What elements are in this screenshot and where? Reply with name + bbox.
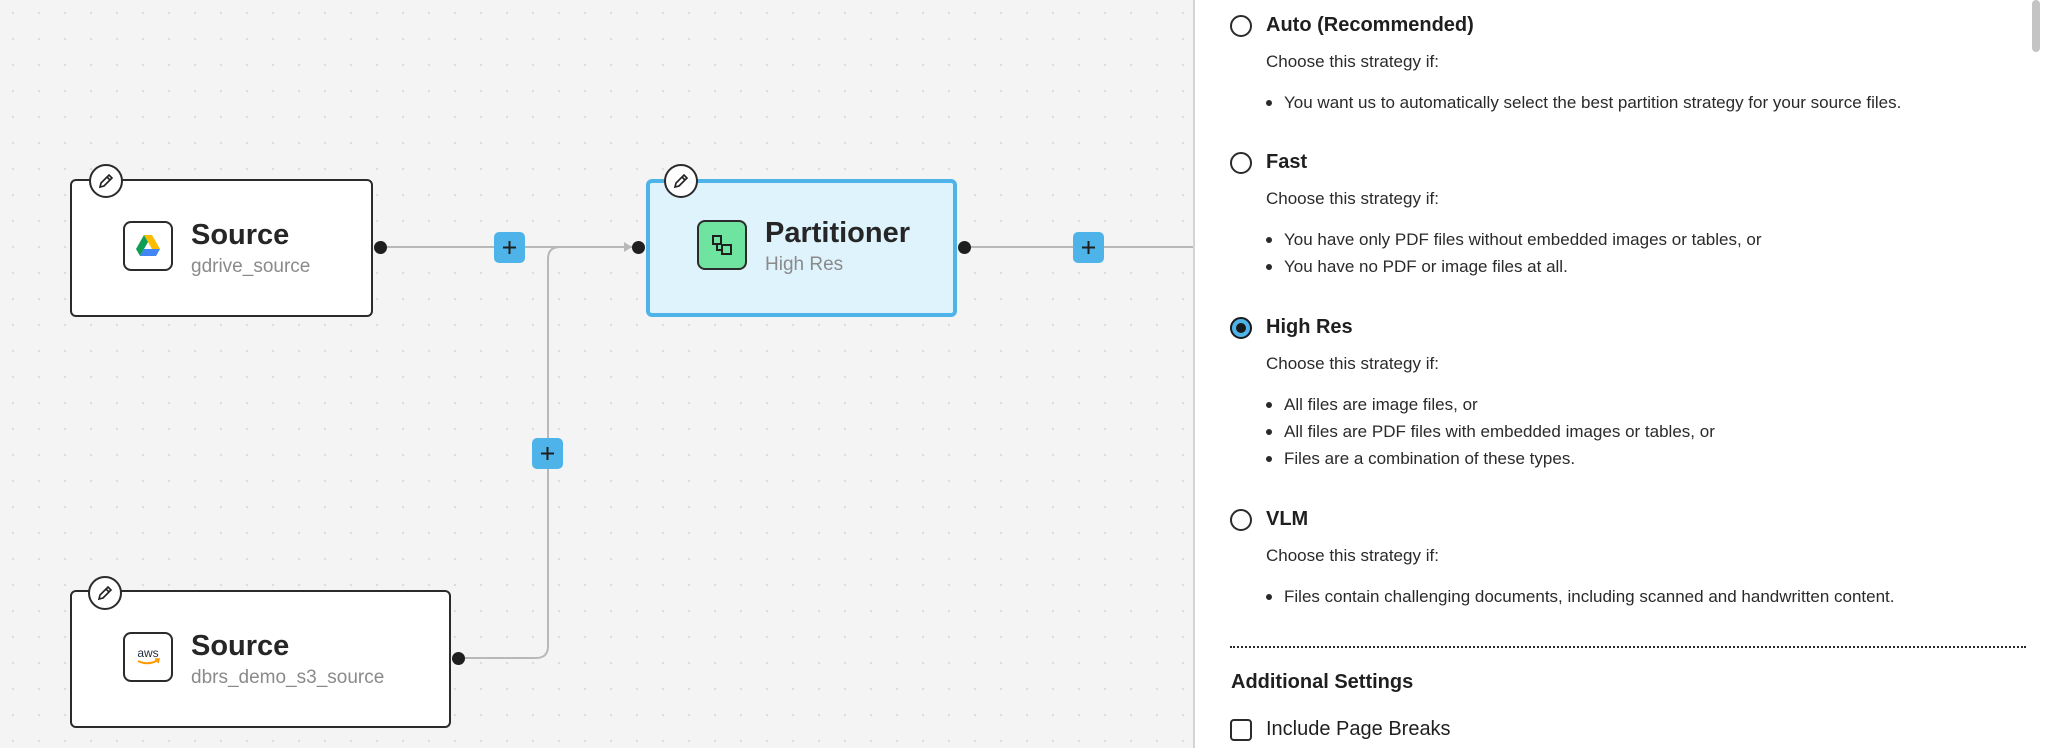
edge-arrowhead [624, 242, 632, 252]
strategy-choose-text: Choose this strategy if: [1266, 546, 1439, 565]
strategy-label: VLM [1266, 508, 1309, 530]
radio-high-res[interactable] [1230, 317, 1252, 339]
plus-icon [541, 447, 554, 460]
output-port[interactable] [374, 241, 387, 254]
panel-scrollbar[interactable] [2028, 0, 2048, 748]
list-item: All files are image files, or [1266, 391, 1715, 418]
radio-fast[interactable] [1230, 152, 1252, 174]
section-divider [1230, 646, 2026, 648]
add-node-button[interactable] [494, 232, 525, 263]
plus-icon [503, 241, 516, 254]
add-node-button[interactable] [1073, 232, 1104, 263]
list-item: You have no PDF or image files at all. [1266, 253, 1762, 280]
additional-settings-heading: Additional Settings [1231, 671, 1414, 693]
list-item: All files are PDF files with embedded im… [1266, 418, 1715, 445]
strategy-criteria-list: You have only PDF files without embedded… [1266, 226, 1762, 280]
partition-icon [697, 220, 747, 270]
strategy-label: High Res [1266, 316, 1353, 338]
list-item: You want us to automatically select the … [1266, 89, 1901, 116]
node-subtitle: High Res [765, 254, 844, 275]
include-page-breaks-label[interactable]: Include Page Breaks [1266, 718, 1451, 740]
output-port[interactable] [958, 241, 971, 254]
node-subtitle: dbrs_demo_s3_source [191, 667, 385, 688]
list-item: Files contain challenging documents, inc… [1266, 583, 1895, 610]
strategy-label: Fast [1266, 151, 1308, 173]
include-page-breaks-checkbox[interactable] [1230, 719, 1252, 741]
list-item: You have only PDF files without embedded… [1266, 226, 1762, 253]
strategy-choose-text: Choose this strategy if: [1266, 52, 1439, 71]
radio-auto[interactable] [1230, 15, 1252, 37]
partition-settings-panel: Auto (Recommended) Choose this strategy … [1193, 0, 2030, 748]
add-node-button[interactable] [532, 438, 563, 469]
aws-icon-text: aws [137, 646, 158, 660]
edit-icon[interactable] [88, 576, 122, 610]
google-drive-icon [123, 221, 173, 271]
edit-icon[interactable] [664, 164, 698, 198]
output-port[interactable] [452, 652, 465, 665]
node-subtitle: gdrive_source [191, 256, 311, 277]
node-title: Source [191, 219, 290, 251]
edit-icon[interactable] [89, 164, 123, 198]
aws-icon: aws [123, 632, 173, 682]
strategy-choose-text: Choose this strategy if: [1266, 354, 1439, 373]
node-title: Source [191, 630, 290, 662]
input-port[interactable] [632, 241, 645, 254]
scrollbar-thumb[interactable] [2032, 0, 2040, 52]
node-partitioner[interactable]: Partitioner High Res [646, 179, 957, 317]
list-item: Files are a combination of these types. [1266, 445, 1715, 472]
radio-vlm[interactable] [1230, 509, 1252, 531]
strategy-label: Auto (Recommended) [1266, 14, 1474, 36]
strategy-criteria-list: All files are image files, or All files … [1266, 391, 1715, 472]
edge-s3-source-to-partitioner [459, 246, 561, 659]
strategy-choose-text: Choose this strategy if: [1266, 189, 1439, 208]
node-title: Partitioner [765, 217, 911, 249]
node-gdrive-source[interactable]: Source gdrive_source [70, 179, 373, 317]
plus-icon [1082, 241, 1095, 254]
strategy-criteria-list: You want us to automatically select the … [1266, 89, 1901, 116]
workflow-canvas[interactable]: Source gdrive_source Partitioner High Re… [0, 0, 1193, 748]
strategy-criteria-list: Files contain challenging documents, inc… [1266, 583, 1895, 610]
node-s3-source[interactable]: aws Source dbrs_demo_s3_source [70, 590, 451, 728]
